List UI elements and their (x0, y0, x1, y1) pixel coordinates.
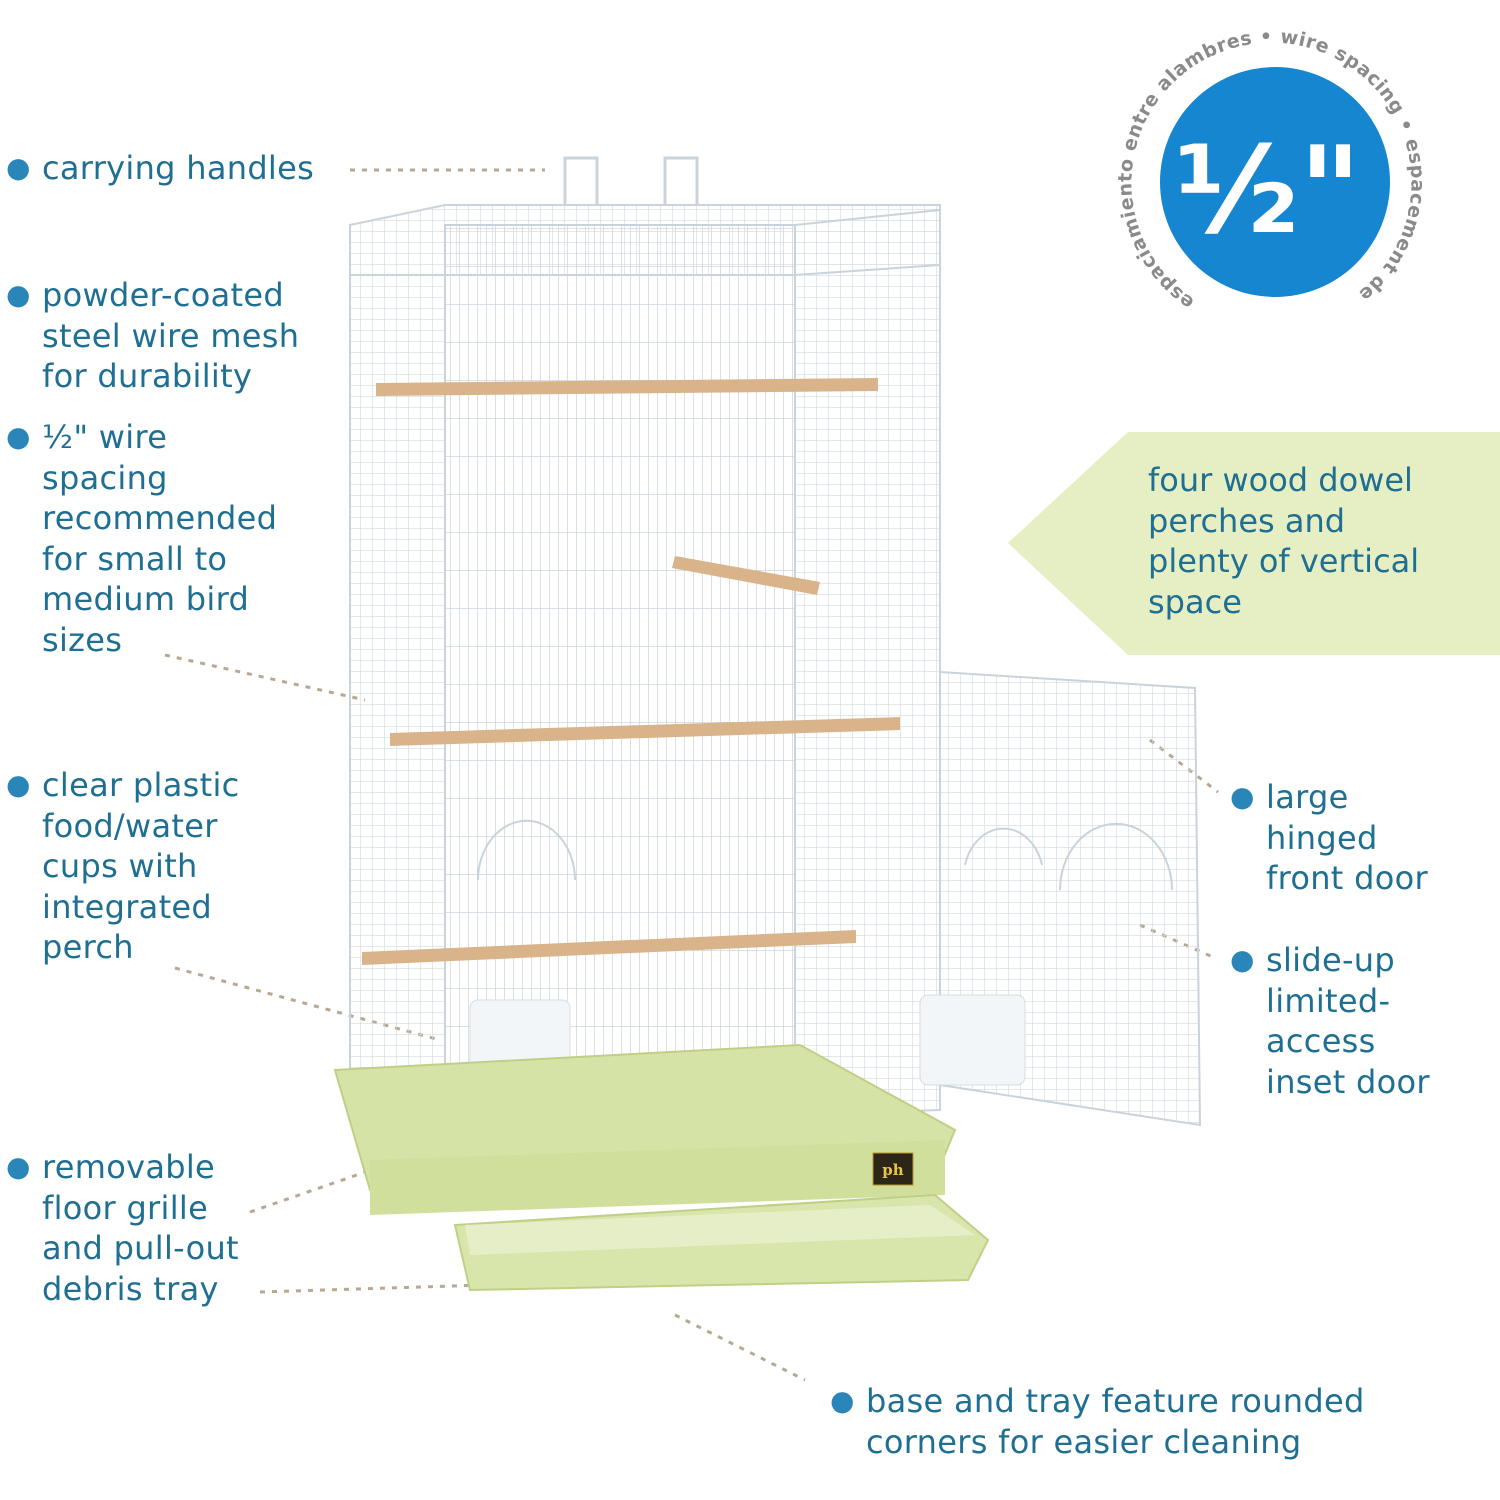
feature-text: medium bird (42, 580, 250, 618)
feature-cups: ● clear plastic food/water cups with int… (6, 765, 240, 968)
bullet-icon: ● (1230, 943, 1255, 976)
feature-text: floor grille (42, 1188, 209, 1227)
svg-text:ph: ph (882, 1161, 903, 1179)
feature-text: for small to (42, 539, 228, 578)
feature-text: spacing (42, 458, 168, 497)
callout-text: four wood dowel (1148, 461, 1413, 499)
feature-text: and pull-out (42, 1229, 239, 1267)
feature-text: front door (1266, 859, 1428, 897)
feature-text: recommended (42, 499, 278, 537)
bird-cage: ph (333, 156, 1202, 1292)
feature-text: large (1266, 778, 1349, 816)
callout-background (1008, 432, 1500, 655)
feature-rounded-corners: ● base and tray feature rounded corners … (830, 1381, 1365, 1462)
feature-text: for durability (42, 357, 253, 395)
bullet-icon: ● (6, 151, 31, 184)
feature-wire-mesh: ● powder-coated steel wire mesh for dura… (6, 275, 300, 397)
callout-text: space (1148, 582, 1242, 621)
bullet-icon: ● (6, 1150, 31, 1183)
feature-text: food/water (42, 806, 218, 845)
feature-floor-grille: ● removable floor grille and pull-out de… (6, 1147, 239, 1309)
feature-text: hinged (1266, 818, 1378, 857)
feature-text: slide-up (1266, 941, 1395, 979)
bullet-icon: ● (6, 278, 31, 311)
feature-text: steel wire mesh (42, 316, 300, 355)
callout-text: perches and (1148, 501, 1346, 540)
feature-carrying-handles: ● carrying handles (6, 148, 315, 189)
feature-text: limited- (1266, 981, 1391, 1020)
feature-text: base and tray feature rounded (866, 1382, 1365, 1420)
feature-inset-door: ● slide-up limited- access inset door (1230, 940, 1430, 1102)
water-cup (919, 994, 1026, 1086)
bullet-icon: ● (6, 768, 31, 801)
feature-text: inset door (1266, 1062, 1430, 1101)
feature-wire-spacing: ● ½" wire spacing recommended for small … (6, 417, 278, 660)
feature-text: sizes (42, 620, 123, 659)
feature-text: perch (42, 928, 134, 966)
perches (362, 378, 900, 965)
callout-text: plenty of vertical (1148, 542, 1420, 580)
brand-logo (872, 1152, 914, 1186)
feature-text: ½" wire (42, 418, 168, 456)
callout-perches: four wood dowel perches and plenty of ve… (1148, 460, 1419, 622)
bullet-icon: ● (830, 1384, 855, 1417)
feature-text: corners for easier cleaning (866, 1422, 1302, 1461)
bullet-icon: ● (6, 420, 31, 453)
feature-text: integrated (42, 887, 213, 926)
feature-text: removable (42, 1148, 216, 1186)
feature-text: powder-coated (42, 276, 284, 314)
feature-text: access (1266, 1022, 1376, 1060)
feature-text: debris tray (42, 1269, 219, 1308)
badge-value: ½" (1175, 122, 1362, 261)
feature-text: clear plastic (42, 766, 240, 804)
feature-text: cups with (42, 847, 198, 885)
feature-hinged-door: ● large hinged front door (1230, 777, 1428, 899)
bullet-icon: ● (1230, 780, 1255, 813)
feature-text: carrying handles (42, 149, 315, 187)
